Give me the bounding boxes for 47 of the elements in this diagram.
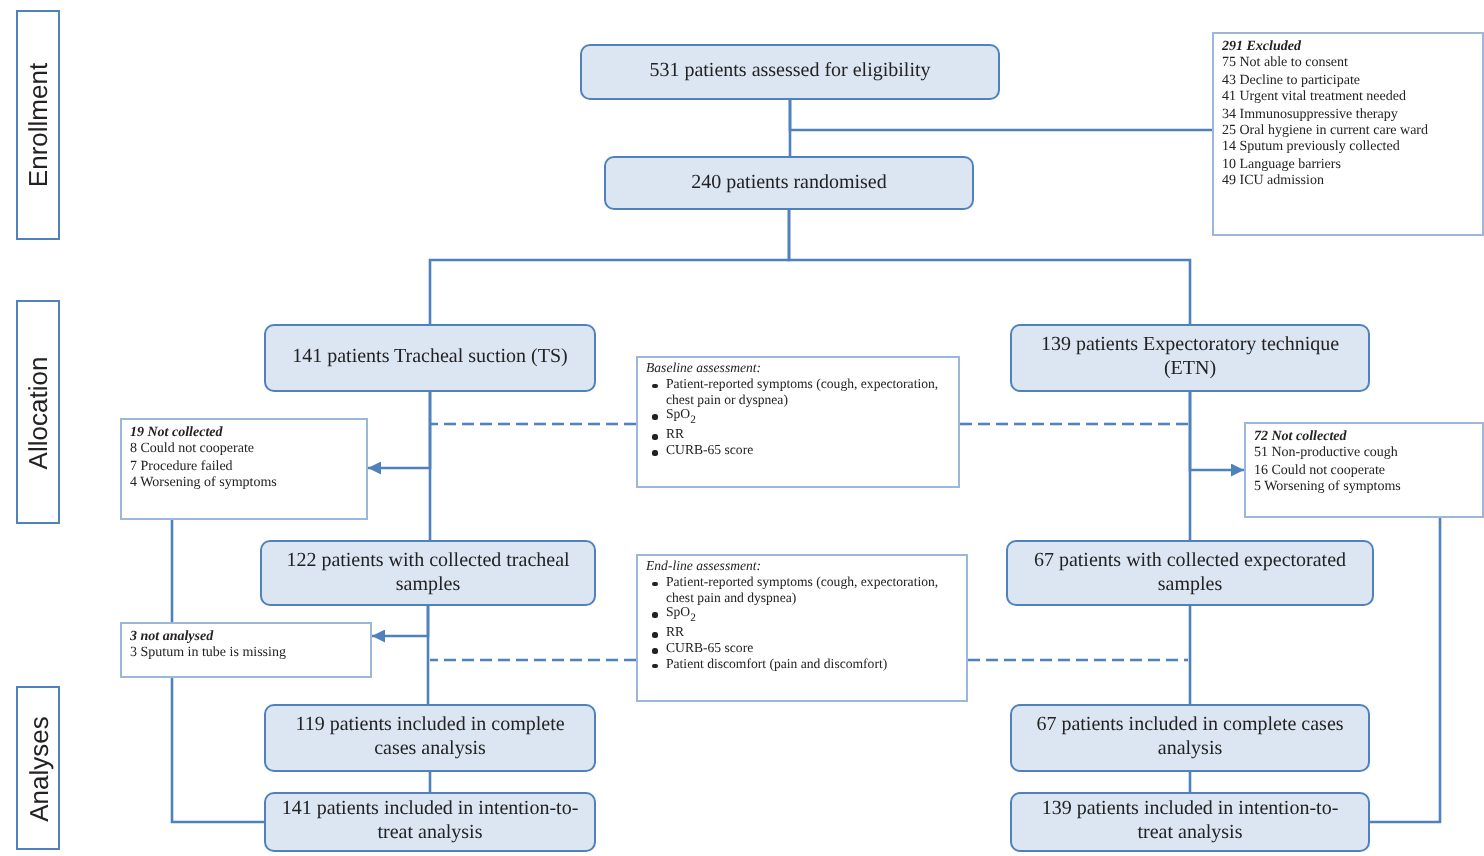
note-box	[1212, 32, 1484, 236]
section-label: Analyses	[23, 715, 53, 821]
assessment-box	[636, 356, 960, 488]
section-label-box	[16, 300, 60, 524]
connector-line	[1188, 606, 1192, 704]
section-label: Allocation	[23, 355, 53, 469]
connector-line	[1370, 518, 1442, 824]
connector-line	[368, 392, 432, 475]
assessment-box	[636, 554, 968, 702]
box-text: 67 patients included in complete cases analysis	[1034, 714, 1346, 762]
connector-line	[1188, 392, 1244, 477]
box-text: 119 patients included in complete cases analysis	[293, 714, 567, 762]
process-box	[1010, 792, 1370, 852]
dashed-connector	[430, 658, 636, 662]
section-label-box	[16, 686, 60, 850]
dashed-connector	[960, 422, 1190, 426]
connector-line	[170, 520, 174, 622]
process-box	[1010, 324, 1370, 392]
note-box	[1244, 422, 1484, 518]
dashed-connector	[430, 422, 636, 426]
process-box	[604, 156, 974, 210]
process-box	[264, 792, 596, 852]
connector-line	[787, 210, 1192, 324]
section-label-box	[16, 10, 60, 240]
connector-line	[170, 678, 264, 824]
process-box	[260, 540, 596, 606]
note-box	[120, 622, 372, 678]
dashed-connector	[968, 658, 1188, 662]
box-text: 240 patients randomised	[691, 171, 887, 195]
connector-line	[428, 772, 432, 792]
note-box	[120, 418, 368, 520]
box-text: 67 patients with collected expectorated samples	[1031, 549, 1349, 597]
process-box	[1010, 704, 1370, 772]
box-text: 122 patients with collected tracheal samples	[284, 549, 572, 597]
box-text: 139 patients Expectoratory technique (ETN)	[1038, 334, 1342, 382]
connector-line	[372, 606, 430, 643]
process-box	[580, 44, 1000, 100]
box-text: 141 patients included in intention-to-treat analysis	[279, 798, 581, 846]
process-box	[264, 704, 596, 772]
process-box	[1006, 540, 1374, 606]
connector-line	[1188, 772, 1192, 792]
section-label: Enrollment	[23, 62, 53, 188]
box-text: 141 patients Tracheal suction (TS)	[292, 346, 568, 370]
box-text: 531 patients assessed for eligibility	[649, 60, 931, 84]
box-text: 139 patients included in intention-to-treat analysis	[1039, 798, 1341, 846]
process-box	[264, 324, 596, 392]
connector-line	[788, 100, 1212, 132]
